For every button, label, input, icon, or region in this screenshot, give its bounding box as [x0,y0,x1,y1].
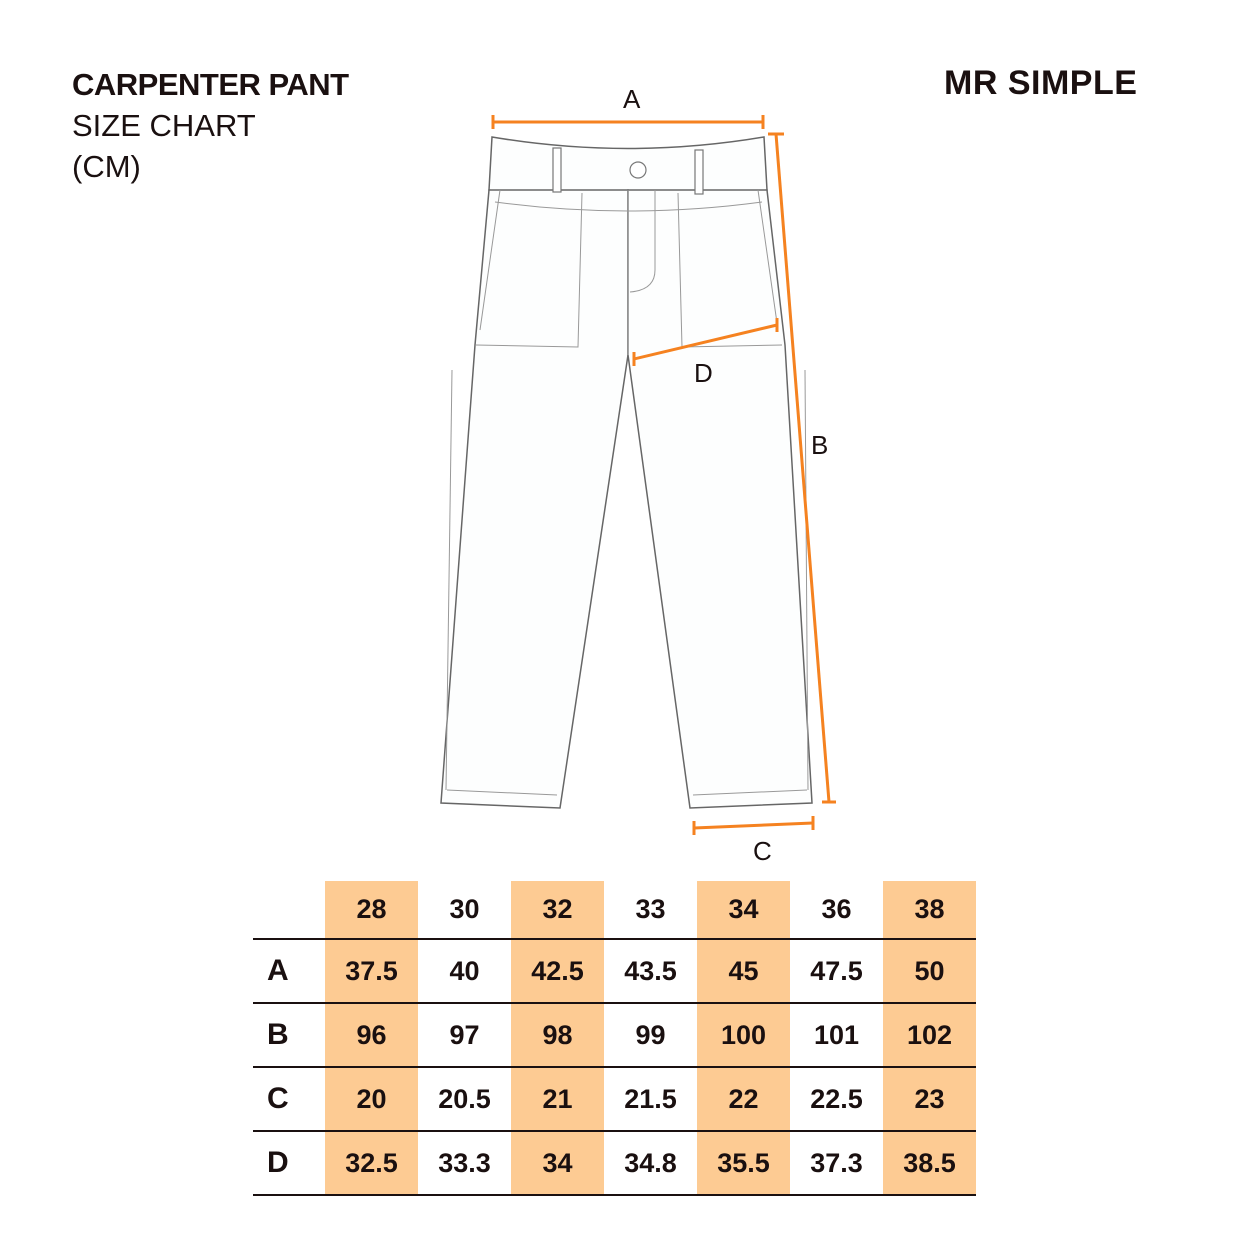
cell: 99 [604,1002,697,1067]
cell: 98 [511,1002,604,1067]
cell: 20.5 [418,1066,511,1131]
cell: 97 [418,1002,511,1067]
cell: 45 [697,938,790,1003]
row-label: B [253,1002,325,1067]
cell: 102 [883,1002,976,1067]
cell: 47.5 [790,938,883,1003]
size-header: 30 [449,894,480,924]
cell: 42.5 [511,938,604,1003]
cell: 22 [697,1066,790,1131]
table-row: B 96 97 98 99 100 101 102 [253,1002,976,1067]
pant-diagram [440,115,836,835]
cell: 34.8 [604,1130,697,1196]
cell: 23 [883,1066,976,1131]
cell: 21 [511,1066,604,1131]
product-name: CARPENTER PANT [72,67,349,102]
cell: 32.5 [325,1130,418,1196]
size-header: 33 [635,894,666,924]
cell: 22.5 [790,1066,883,1131]
table-row: D 32.5 33.3 34 34.8 35.5 37.3 38.5 [253,1130,976,1196]
row-label: C [253,1066,325,1131]
chart-title: CARPENTER PANT SIZE CHART (CM) [72,64,349,187]
table-row: C 20 20.5 21 21.5 22 22.5 23 [253,1066,976,1131]
size-header: 28 [325,881,418,939]
row-label: D [253,1130,325,1196]
cell: 101 [790,1002,883,1067]
brand-logo: MR SIMPLE [944,64,1138,102]
measure-lines [491,115,836,835]
cell: 37.3 [790,1130,883,1196]
row-label: A [253,938,325,1003]
cell: 43.5 [604,938,697,1003]
unit-label: (CM) [72,149,141,184]
cell: 35.5 [697,1130,790,1196]
cell: 100 [697,1002,790,1067]
cell: 34 [511,1130,604,1196]
label-a: A [623,84,641,114]
cell: 20 [325,1066,418,1131]
cell: 37.5 [325,938,418,1003]
label-b: B [811,430,829,460]
corner-cell [253,881,325,939]
label-d: D [694,358,713,388]
size-header: 34 [697,881,790,939]
size-header: 32 [511,881,604,939]
cell: 50 [883,938,976,1003]
table-row: A 37.5 40 42.5 43.5 45 47.5 50 [253,938,976,1003]
subtitle: SIZE CHART [72,108,256,143]
cell: 33.3 [418,1130,511,1196]
cell: 40 [418,938,511,1003]
size-header: 38 [883,881,976,939]
size-header-row: 28 30 32 33 34 36 38 [253,881,976,939]
cell: 21.5 [604,1066,697,1131]
cell: 38.5 [883,1130,976,1196]
label-c: C [753,836,772,866]
size-header: 36 [821,894,852,924]
cell: 96 [325,1002,418,1067]
size-table: 28 30 32 33 34 36 38 A 37.5 40 42.5 43.5… [253,881,976,1196]
